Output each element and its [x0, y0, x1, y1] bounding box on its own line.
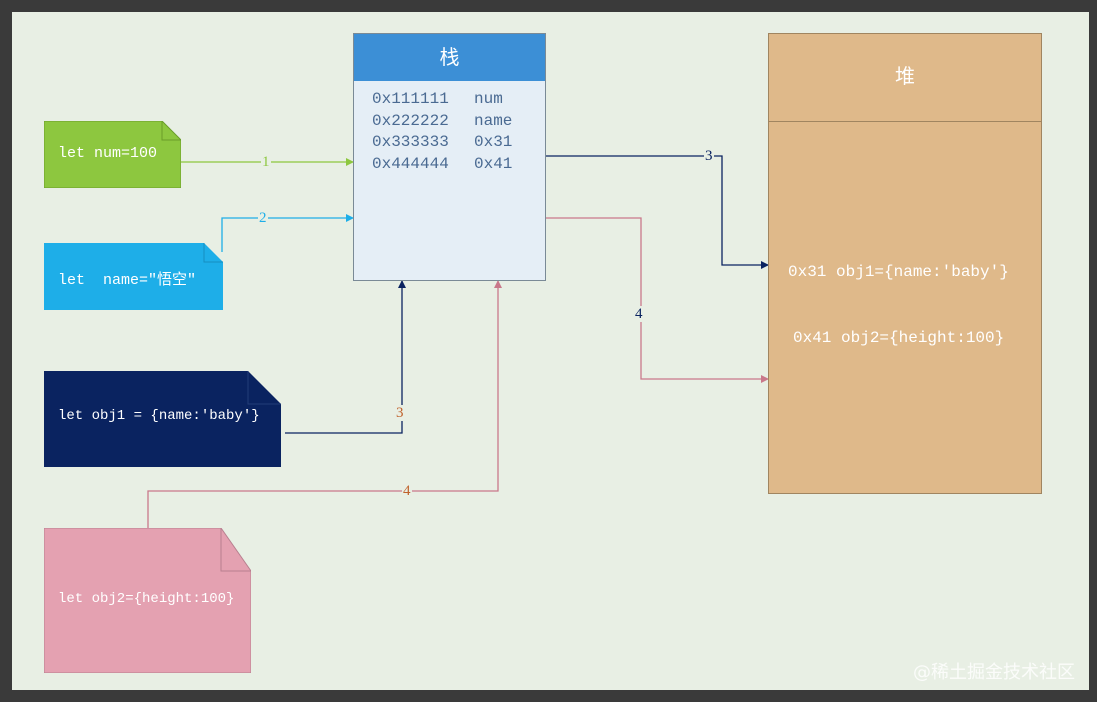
- stack-rows: 0x111111 num 0x222222 name 0x333333 0x31 0x…: [354, 81, 545, 175]
- heap-box: 堆 0x31 obj1={name:'baby'} 0x41 obj2={hei…: [768, 33, 1042, 494]
- edge-label-3-heap: 3: [704, 148, 714, 164]
- stack-row-value: 0x41: [474, 154, 513, 173]
- stack-row-value: num: [474, 90, 503, 108]
- stack-row: 0x111111 num: [372, 89, 545, 111]
- edge-name-to-stack: [221, 214, 354, 252]
- diagram-canvas: 1 2 3 4 3 4 let num=100 let name="悟空" le…: [12, 12, 1089, 690]
- edge-obj2-to-stack: [147, 280, 502, 528]
- heap-item-obj2: 0x41 obj2={height:100}: [793, 329, 1005, 347]
- edge-label-2: 2: [258, 210, 268, 226]
- stack-row: 0x333333 0x31: [372, 132, 545, 154]
- heap-item-obj1: 0x31 obj1={name:'baby'}: [788, 263, 1009, 281]
- note-let-num-text: let num=100: [58, 145, 158, 162]
- stack-row-value: name: [474, 111, 513, 130]
- edge-label-4-obj2: 4: [402, 483, 412, 499]
- note-let-obj2-text: let obj2={height:100}: [58, 591, 235, 607]
- note-let-obj2: let obj2={height:100}: [44, 528, 251, 673]
- note-let-obj1: let obj1 = {name:'baby'}: [44, 371, 281, 467]
- note-let-obj1-text: let obj1 = {name:'baby'}: [58, 408, 260, 424]
- stack-row-value: 0x31: [474, 133, 513, 151]
- stack-row-address: 0x444444: [372, 154, 449, 173]
- edge-label-4-heap: 4: [634, 306, 644, 322]
- edge-stack-to-heap-obj1: [546, 155, 769, 269]
- stack-row-address: 0x111111: [372, 90, 449, 108]
- heap-title: 堆: [769, 34, 1041, 122]
- stack-row: 0x222222 name: [372, 111, 545, 133]
- edge-obj1-to-stack: [285, 280, 406, 434]
- note-let-name: let name="悟空": [44, 243, 223, 310]
- note-let-num: let num=100: [44, 121, 181, 188]
- stack-box: 栈 0x111111 num 0x222222 name 0x333333 0x31 …: [353, 33, 546, 281]
- stack-title: 栈: [354, 34, 545, 81]
- stack-row-address: 0x333333: [372, 133, 449, 151]
- note-let-name-text: let name="悟空": [58, 272, 197, 289]
- edge-stack-to-heap-obj2: [546, 217, 769, 383]
- watermark: @稀土掘金技术社区: [913, 662, 1075, 683]
- connectors: [147, 155, 769, 528]
- stack-row: 0x444444 0x41: [372, 154, 545, 176]
- stack-row-address: 0x222222: [372, 111, 449, 130]
- edge-label-3-obj1: 3: [395, 405, 405, 421]
- edge-label-1: 1: [261, 154, 271, 170]
